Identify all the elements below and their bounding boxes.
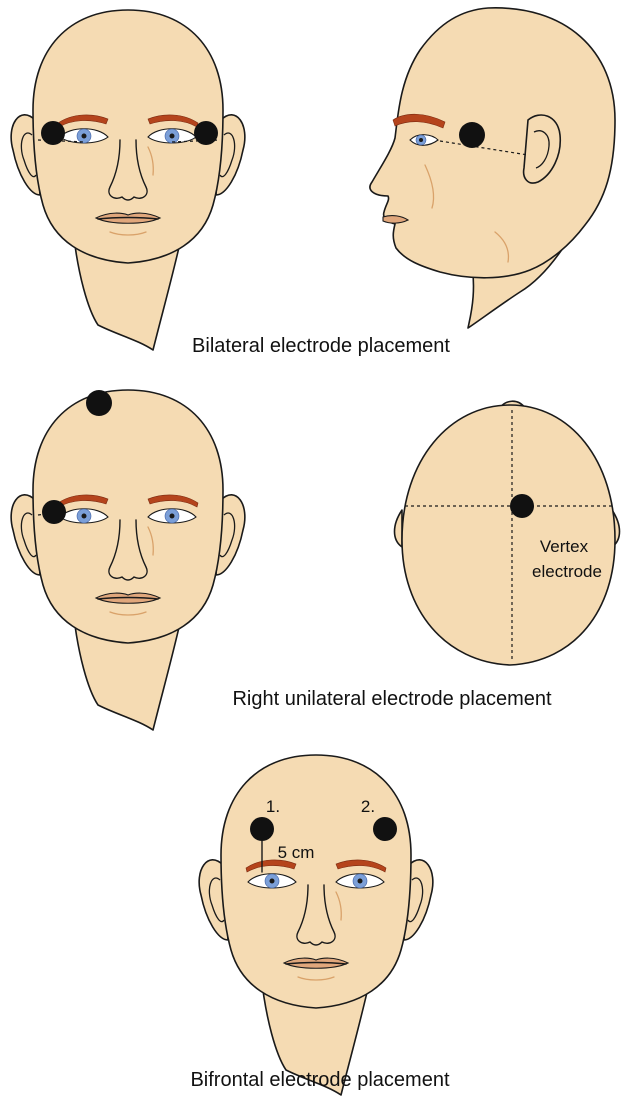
label-marker-1: 1. <box>266 797 280 816</box>
electrode-bifrontal-1 <box>250 817 274 841</box>
label-marker-2: 2. <box>361 797 375 816</box>
electrode-bilateral-left <box>41 121 65 145</box>
label-distance: 5 cm <box>278 843 315 862</box>
electrode-bifrontal-2 <box>373 817 397 841</box>
label-vertex-line1: Vertex <box>540 537 589 556</box>
label-vertex-line2: electrode <box>532 562 602 581</box>
front-face-unilateral <box>11 390 245 730</box>
top-view-head <box>395 401 620 665</box>
caption-right-unilateral: Right unilateral electrode placement <box>232 688 552 710</box>
electrode-unilateral-temporal <box>42 500 66 524</box>
electrode-bilateral-profile <box>459 122 485 148</box>
front-face-bilateral <box>11 10 245 350</box>
front-face-bifrontal <box>199 755 433 1095</box>
caption-bifrontal: Bifrontal electrode placement <box>190 1069 449 1091</box>
electrode-bilateral-right <box>194 121 218 145</box>
electrode-vertex <box>510 494 534 518</box>
profile-face-bilateral <box>370 8 615 328</box>
electrode-unilateral-temporal-parietal <box>86 390 112 416</box>
caption-bilateral: Bilateral electrode placement <box>192 335 450 357</box>
